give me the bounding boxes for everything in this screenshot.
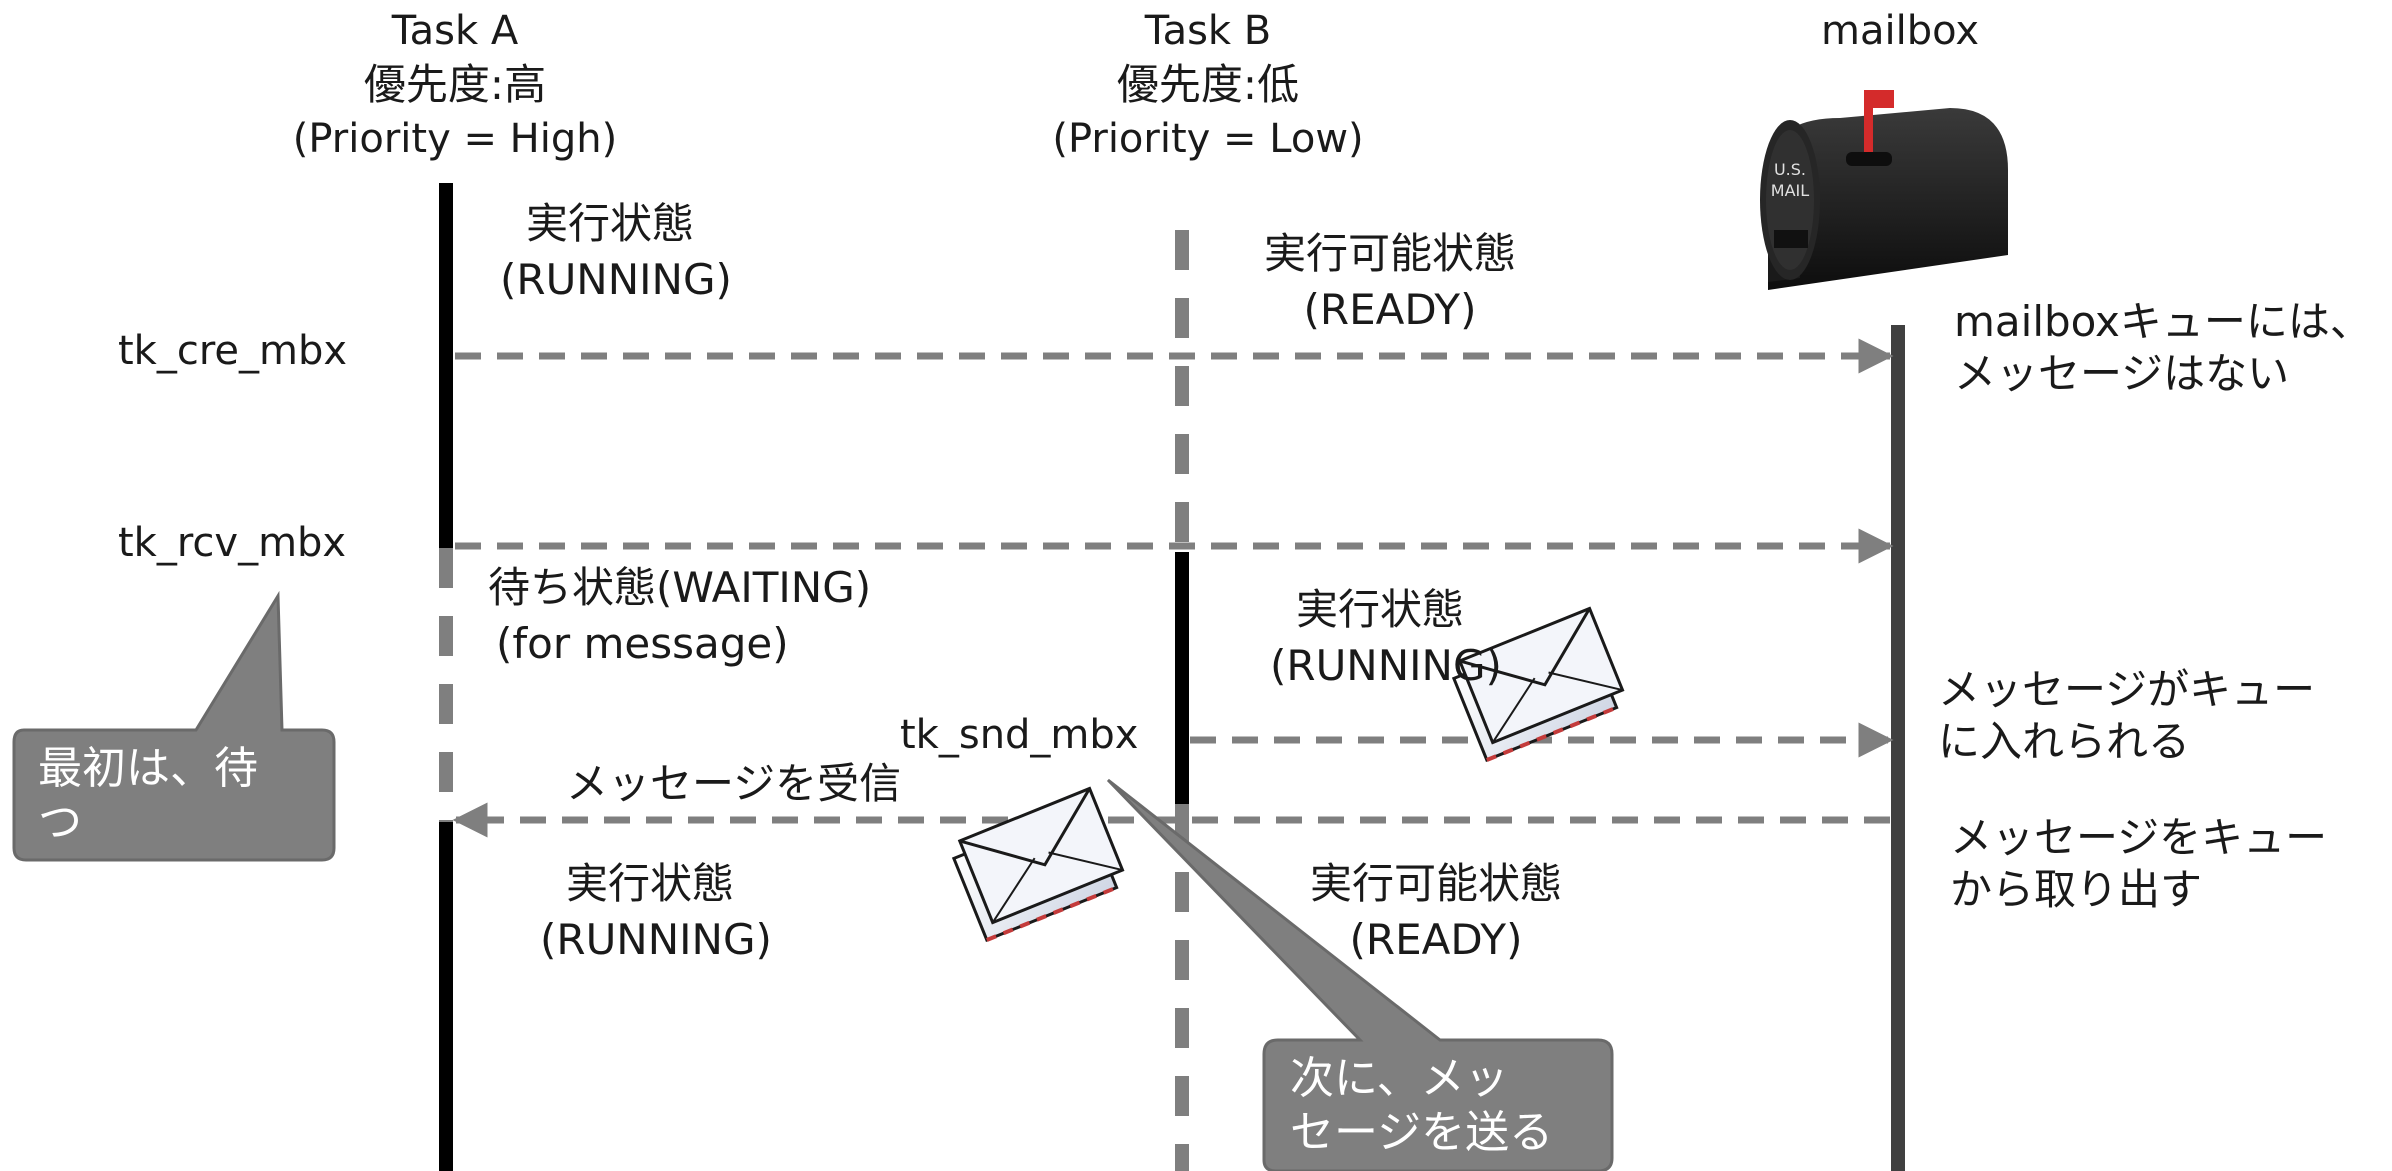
mailbox-header: mailbox [1800,4,2000,58]
mailbox-icon: U.S. MAIL [1760,90,2008,290]
annotation-queue-empty: mailboxキューには、 メッセージはない [1954,296,2372,400]
task-a-priority-en: (Priority = High) [292,116,618,162]
state-a-waiting-jp: 待ち状態(WAITING) [488,563,872,612]
annotation-queued-line-2: に入れられる [1938,717,2191,766]
annotation-queue-empty-line-1: mailboxキューには、 [1954,297,2372,346]
task-b-priority-en: (Priority = Low) [1052,116,1364,162]
task-a-header: Task A 優先度:高 (Priority = High) [290,4,620,166]
label-tk-rcv-mbx: tk_rcv_mbx [118,520,347,566]
callout-then-send-line-1: 次に、メッ [1290,1053,1509,1104]
annotation-queued-line-1: メッセージがキュー [1938,665,2316,714]
label-tk-snd-mbx: tk_snd_mbx [900,712,1139,758]
state-a-running-2: 実行状態 (RUNNING) [540,856,772,968]
annotation-dequeued-line-2: から取り出す [1950,865,2203,914]
callout-first-wait-line-2: つ [38,797,82,848]
envelope-icon-sending [1451,606,1625,762]
state-a-running-1: 実行状態 (RUNNING) [500,196,732,308]
task-a-name: Task A [391,8,519,54]
state-a-running-2-jp: 実行状態 [565,859,734,908]
task-a-priority-jp: 優先度:高 [363,60,547,109]
svg-text:U.S.: U.S. [1774,160,1806,179]
state-b-running: 実行状態 (RUNNING) [1270,582,1502,694]
state-a-running-1-jp: 実行状態 [525,199,694,248]
state-b-ready-2-en: (READY) [1349,915,1523,964]
callout-then-send-line-2: セージを送る [1290,1107,1554,1158]
state-b-ready-1: 実行可能状態 (READY) [1230,226,1550,338]
label-tk-cre-mbx: tk_cre_mbx [118,328,348,374]
callout-first-wait-shape [12,590,336,862]
label-receive-message: メッセージを受信 [566,759,902,808]
state-b-ready-1-en: (READY) [1303,285,1477,334]
callout-then-send: 次に、メッ セージを送る [1290,1052,1553,1160]
state-b-running-en: (RUNNING) [1270,641,1502,690]
task-b-priority-jp: 優先度:低 [1116,60,1300,109]
annotation-queue-empty-line-2: メッセージはない [1954,349,2290,398]
task-b-name: Task B [1144,8,1272,54]
annotation-dequeued-line-1: メッセージをキュー [1950,813,2328,862]
state-a-waiting: 待ち状態(WAITING) (for message) [488,560,871,672]
callout-first-wait-line-1: 最初は、待 [38,743,258,794]
state-b-ready-1-jp: 実行可能状態 [1263,229,1516,278]
callout-first-wait: 最初は、待 つ [38,742,258,850]
state-a-waiting-en: (for message) [496,619,789,668]
state-b-running-jp: 実行状態 [1295,585,1464,634]
mailbox-name: mailbox [1820,8,1979,54]
envelope-icon-received [951,786,1125,942]
state-a-running-2-en: (RUNNING) [540,915,772,964]
state-b-ready-2-jp: 実行可能状態 [1309,859,1562,908]
state-b-ready-2: 実行可能状態 (READY) [1276,856,1596,968]
annotation-dequeued: メッセージをキュー から取り出す [1950,812,2327,916]
svg-text:MAIL: MAIL [1771,181,1809,200]
task-b-header: Task B 優先度:低 (Priority = Low) [1043,4,1373,166]
annotation-queued: メッセージがキュー に入れられる [1938,664,2315,768]
state-a-running-1-en: (RUNNING) [500,255,732,304]
